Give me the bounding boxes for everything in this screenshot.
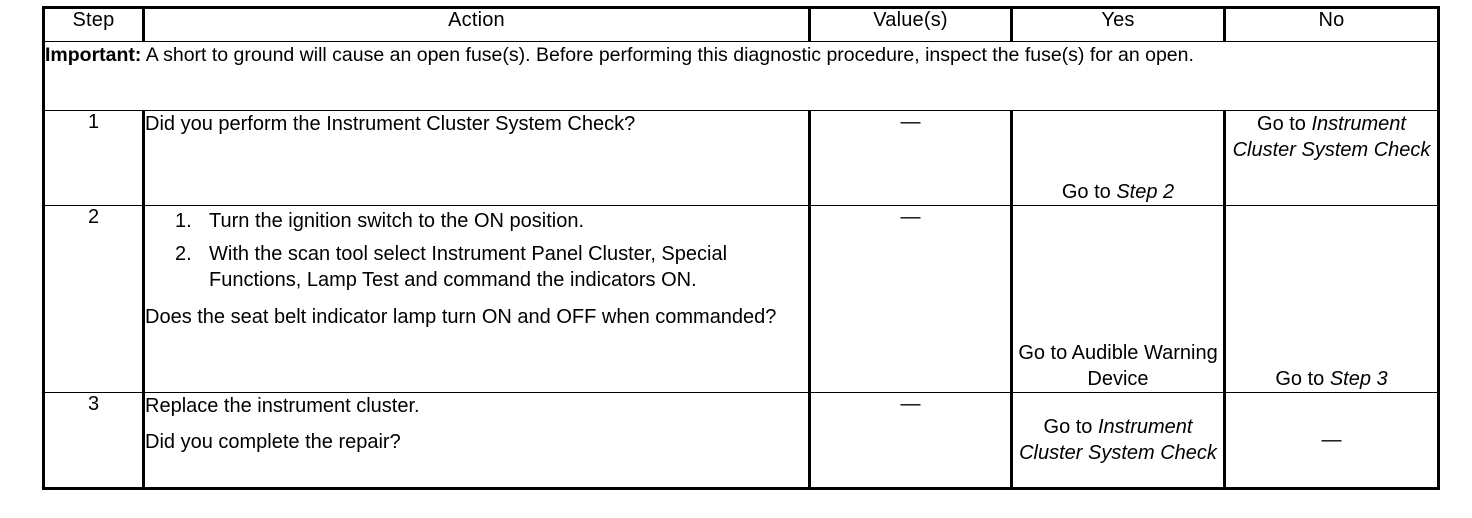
no-cell: — bbox=[1224, 392, 1439, 489]
value-dash: — bbox=[900, 393, 921, 415]
yes-prefix: Go to bbox=[1061, 181, 1117, 203]
yes-prefix: Go to bbox=[1043, 416, 1098, 438]
no-prefix: Go to bbox=[1275, 368, 1330, 390]
important-label: Important: bbox=[45, 44, 142, 66]
action-question: Does the seat belt indicator lamp turn O… bbox=[145, 306, 777, 328]
header-cell-yes: Yes bbox=[1011, 7, 1225, 42]
important-note-cell: Important: A short to ground will cause … bbox=[43, 41, 1439, 111]
no-target: Instrument Cluster System Check bbox=[1232, 113, 1431, 161]
action-instruction: Replace the instrument cluster. bbox=[145, 395, 420, 417]
yes-cell: Go to Step 2 bbox=[1011, 110, 1225, 206]
action-question: Did you complete the repair? bbox=[145, 431, 401, 454]
no-cell: Go to Instrument Cluster System Check bbox=[1224, 110, 1439, 206]
step-number: 3 bbox=[43, 392, 144, 489]
value-dash: — bbox=[900, 111, 921, 133]
no-target: Step 3 bbox=[1329, 368, 1388, 390]
no-cell: Go to Step 3 bbox=[1224, 205, 1439, 393]
list-item: Turn the ignition switch to the ON posit… bbox=[175, 208, 584, 234]
header-cell-action: Action bbox=[143, 7, 810, 42]
yes-cell: Go to Audible Warning Device bbox=[1011, 205, 1225, 393]
header-cell-step: Step bbox=[43, 7, 144, 42]
value-cell: — bbox=[809, 205, 1012, 393]
action-question: Did you perform the Instrument Cluster S… bbox=[145, 113, 636, 135]
yes-prefix: Go to Audible Warning Device bbox=[1018, 342, 1218, 390]
list-item: With the scan tool select Instrument Pan… bbox=[175, 241, 728, 291]
value-dash: — bbox=[900, 206, 921, 228]
table-header-row: Step Action Value(s) Yes No bbox=[43, 7, 1439, 42]
yes-target: Instrument Cluster System Check bbox=[1019, 416, 1217, 464]
value-cell: — bbox=[809, 110, 1012, 206]
table-row: 2 Turn the ignition switch to the ON pos… bbox=[43, 205, 1439, 393]
value-cell: — bbox=[809, 392, 1012, 489]
important-note-text: A short to ground will cause an open fus… bbox=[141, 44, 1194, 66]
action-substep-list: Turn the ignition switch to the ON posit… bbox=[145, 208, 808, 293]
yes-target: Step 2 bbox=[1116, 181, 1175, 203]
action-cell: Replace the instrument cluster. Did you … bbox=[143, 392, 810, 489]
important-note-row: Important: A short to ground will cause … bbox=[43, 41, 1439, 111]
step-number: 1 bbox=[43, 110, 144, 206]
no-prefix: Go to bbox=[1257, 113, 1312, 135]
header-cell-no: No bbox=[1224, 7, 1439, 42]
no-dash: — bbox=[1321, 429, 1342, 451]
table-row: 1 Did you perform the Instrument Cluster… bbox=[43, 110, 1439, 206]
action-cell: Did you perform the Instrument Cluster S… bbox=[143, 110, 810, 206]
diagnostic-table-sheet: Step Action Value(s) Yes No Important: A… bbox=[42, 6, 1440, 490]
yes-cell: Go to Instrument Cluster System Check bbox=[1011, 392, 1225, 489]
header-cell-values: Value(s) bbox=[809, 7, 1012, 42]
action-cell: Turn the ignition switch to the ON posit… bbox=[143, 205, 810, 393]
step-number: 2 bbox=[43, 205, 144, 393]
table-row: 3 Replace the instrument cluster. Did yo… bbox=[43, 392, 1439, 489]
diagnostic-procedure-table: Step Action Value(s) Yes No Important: A… bbox=[42, 6, 1440, 490]
